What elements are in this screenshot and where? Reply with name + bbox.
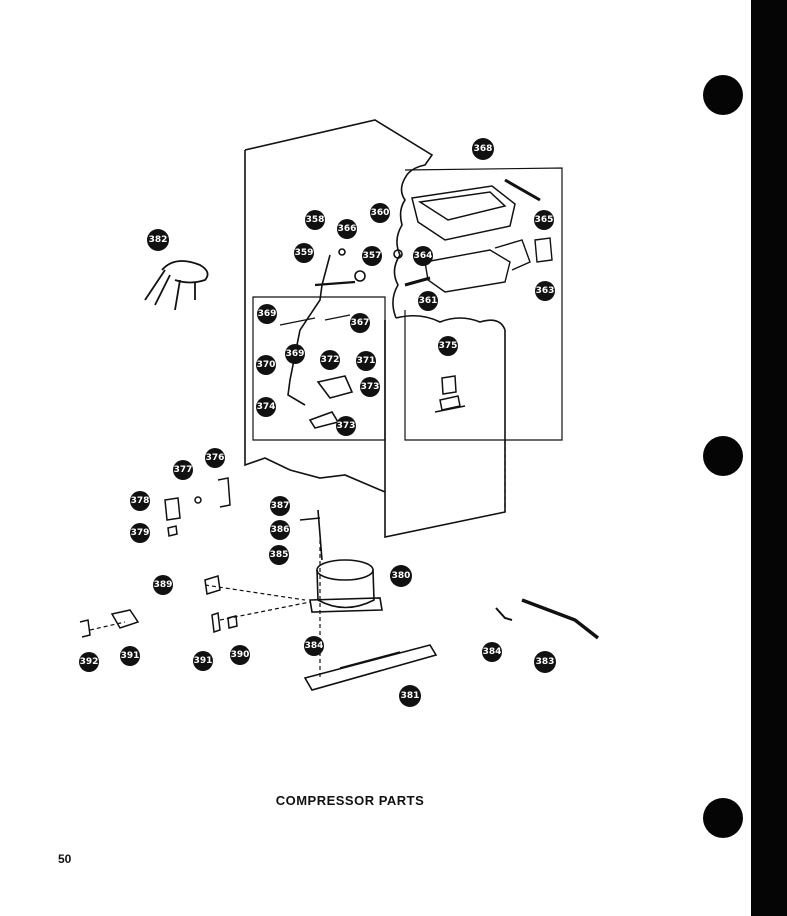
callout-370: 370 xyxy=(256,355,276,375)
svg-text:379: 379 xyxy=(131,528,150,538)
svg-text:384: 384 xyxy=(483,647,502,657)
terminal-parts xyxy=(79,575,238,638)
ice-bucket xyxy=(411,178,541,241)
callout-369: 369 xyxy=(257,304,277,324)
svg-text:392: 392 xyxy=(80,657,99,667)
callout-378: 378 xyxy=(130,491,150,511)
svg-text:357: 357 xyxy=(363,251,382,261)
svg-text:377: 377 xyxy=(174,465,193,475)
callout-357: 357 xyxy=(362,246,382,266)
svg-text:386: 386 xyxy=(271,525,290,535)
callout-391: 391 xyxy=(193,651,213,671)
svg-text:374: 374 xyxy=(257,402,276,412)
svg-text:373: 373 xyxy=(361,382,380,392)
callout-366: 366 xyxy=(337,219,357,239)
svg-text:359: 359 xyxy=(295,248,314,258)
callout-391b: 391 xyxy=(120,646,140,666)
svg-text:371: 371 xyxy=(357,356,376,366)
callout-360: 360 xyxy=(370,203,390,223)
base-plate xyxy=(303,644,438,691)
callout-359: 359 xyxy=(294,243,314,263)
svg-text:384: 384 xyxy=(305,641,324,651)
callout-369b: 369 xyxy=(285,344,305,364)
svg-text:361: 361 xyxy=(419,296,438,306)
callout-375: 375 xyxy=(438,336,458,356)
callout-376: 376 xyxy=(205,448,225,468)
callout-358: 358 xyxy=(305,210,325,230)
callout-375-lower: 373 xyxy=(336,416,356,436)
dashed-leaders xyxy=(89,440,506,680)
callout-379: 379 xyxy=(130,523,150,543)
callout-361: 361 xyxy=(418,291,438,311)
binder-hole-bottom xyxy=(703,798,743,838)
svg-text:391: 391 xyxy=(121,651,140,661)
callout-384b: 384 xyxy=(482,642,502,662)
svg-text:370: 370 xyxy=(257,360,276,370)
callout-389: 389 xyxy=(153,575,173,595)
svg-text:382: 382 xyxy=(149,235,168,245)
callout-372: 372 xyxy=(320,350,340,370)
svg-text:360: 360 xyxy=(371,208,390,218)
svg-text:381: 381 xyxy=(401,691,420,701)
svg-text:364: 364 xyxy=(414,251,433,261)
detail-box-valve xyxy=(252,296,386,441)
svg-text:375: 375 xyxy=(439,341,458,351)
svg-text:373: 373 xyxy=(337,421,356,431)
binder-hole-middle xyxy=(703,436,743,476)
svg-text:365: 365 xyxy=(535,215,554,225)
callout-377: 377 xyxy=(173,460,193,480)
wiring-harness xyxy=(144,260,209,311)
callout-386: 386 xyxy=(270,520,290,540)
svg-text:363: 363 xyxy=(536,286,555,296)
svg-text:358: 358 xyxy=(306,215,325,225)
callout-392: 392 xyxy=(79,652,99,672)
svg-text:366: 366 xyxy=(338,224,357,234)
water-tube xyxy=(279,248,403,429)
page-number: 50 xyxy=(58,852,72,866)
callout-382: 382 xyxy=(147,229,169,251)
svg-text:391: 391 xyxy=(194,656,213,666)
callout-371: 371 xyxy=(356,351,376,371)
callout-380: 380 xyxy=(390,565,412,587)
cabinet-outline xyxy=(244,119,506,538)
svg-text:372: 372 xyxy=(321,355,340,365)
callout-387: 387 xyxy=(270,496,290,516)
svg-text:380: 380 xyxy=(392,571,411,581)
svg-text:367: 367 xyxy=(351,318,370,328)
svg-text:378: 378 xyxy=(131,496,150,506)
svg-text:369: 369 xyxy=(286,349,305,359)
svg-text:387: 387 xyxy=(271,501,290,511)
callout-384: 384 xyxy=(304,636,324,656)
svg-text:385: 385 xyxy=(270,550,289,560)
compressor xyxy=(299,509,383,613)
callout-374: 374 xyxy=(256,397,276,417)
callout-390: 390 xyxy=(230,645,250,665)
svg-text:383: 383 xyxy=(536,657,555,667)
binding-edge xyxy=(751,0,787,916)
svg-text:369: 369 xyxy=(258,309,277,319)
callout-364: 364 xyxy=(413,246,433,266)
binder-hole-top xyxy=(703,75,743,115)
icemaker-unit xyxy=(404,237,553,293)
svg-text:389: 389 xyxy=(154,580,173,590)
svg-text:376: 376 xyxy=(206,453,225,463)
callout-383: 383 xyxy=(534,651,556,673)
callout-368: 368 xyxy=(472,138,494,160)
callout-385: 385 xyxy=(269,545,289,565)
diagram-caption: COMPRESSOR PARTS xyxy=(275,793,425,808)
water-valve xyxy=(434,375,466,413)
callout-373: 373 xyxy=(360,377,380,397)
strap-and-clip xyxy=(495,598,600,640)
callout-381: 381 xyxy=(399,685,421,707)
callout-367: 367 xyxy=(350,313,370,333)
callout-365: 365 xyxy=(534,210,554,230)
svg-text:368: 368 xyxy=(474,144,493,154)
detail-box-icemaker xyxy=(404,167,563,441)
relay-parts xyxy=(164,477,231,537)
callout-363: 363 xyxy=(535,281,555,301)
svg-text:390: 390 xyxy=(231,650,250,660)
